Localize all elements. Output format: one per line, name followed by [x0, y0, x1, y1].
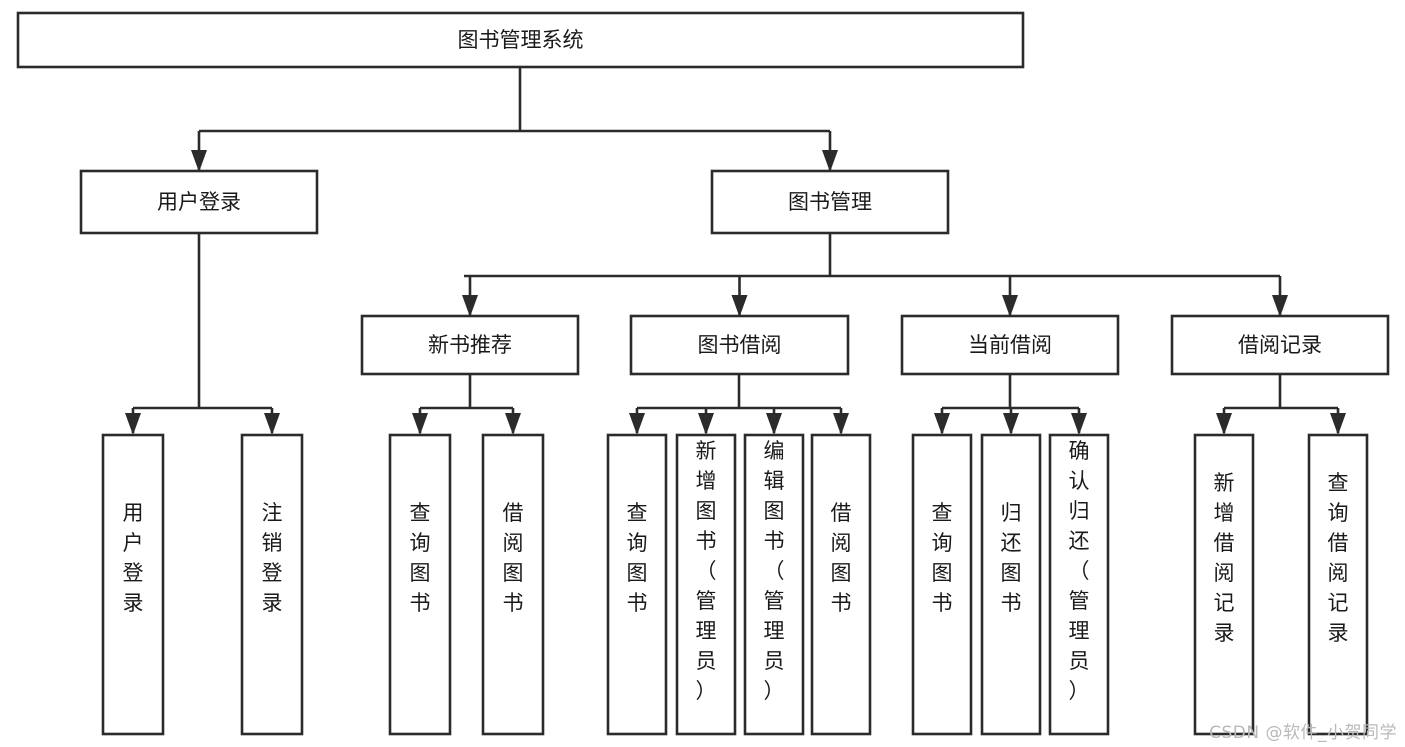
node-user-login[interactable]: 用户登录 — [79, 169, 319, 235]
node-leaf-query-book-2[interactable]: 查询图书 — [606, 433, 668, 736]
node-leaf-confirm-return-admin[interactable]: 确认归还（管理员） — [1048, 433, 1110, 736]
node-boxes: 图书管理系统用户登录图书管理新书推荐图书借阅当前借阅借阅记录用户登录注销登录查询… — [16, 11, 1390, 736]
node-box-root[interactable] — [16, 11, 1025, 69]
node-label-leaf-logout: 注销登录 — [262, 501, 283, 615]
node-box-leaf-borrow-book-2[interactable] — [810, 433, 872, 736]
node-leaf-return-book[interactable]: 归还图书 — [980, 433, 1042, 736]
node-label-borrow-records: 借阅记录 — [1238, 333, 1322, 357]
node-box-leaf-add-borrow-record[interactable] — [1193, 433, 1255, 736]
arrow-head-icon — [125, 413, 141, 435]
arrow-head-icon — [462, 295, 478, 317]
node-box-leaf-query-borrow-record[interactable] — [1307, 433, 1369, 736]
watermark-text: CSDN @软件_小贺同学 — [1209, 723, 1397, 743]
node-leaf-query-borrow-record[interactable]: 查询借阅记录 — [1307, 433, 1369, 736]
node-label-new-book-recommend: 新书推荐 — [428, 333, 512, 357]
node-label-leaf-edit-book-admin: 编辑图书（管理员） — [764, 439, 785, 703]
node-leaf-logout[interactable]: 注销登录 — [240, 433, 304, 736]
node-leaf-query-book-1[interactable]: 查询图书 — [388, 433, 452, 736]
arrow-head-icon — [1071, 413, 1087, 435]
node-book-management[interactable]: 图书管理 — [710, 169, 950, 235]
node-box-current-borrow[interactable] — [900, 314, 1120, 376]
node-box-leaf-logout[interactable] — [240, 433, 304, 736]
node-leaf-edit-book-admin[interactable]: 编辑图书（管理员） — [743, 433, 805, 736]
node-label-leaf-query-book-2: 查询图书 — [627, 501, 648, 615]
node-leaf-add-book-admin[interactable]: 新增图书（管理员） — [675, 433, 737, 736]
node-label-root: 图书管理系统 — [458, 28, 584, 52]
connector-lines — [125, 67, 1346, 435]
node-box-user-login[interactable] — [79, 169, 319, 235]
arrow-head-icon — [412, 413, 428, 435]
node-label-leaf-add-book-admin: 新增图书（管理员） — [696, 439, 717, 703]
node-current-borrow[interactable]: 当前借阅 — [900, 314, 1120, 376]
arrow-head-icon — [1002, 295, 1018, 317]
arrow-head-icon — [731, 295, 748, 317]
node-label-leaf-borrow-book-2: 借阅图书 — [831, 501, 852, 615]
arrow-head-icon — [629, 413, 645, 435]
node-label-leaf-query-book-1: 查询图书 — [410, 501, 431, 615]
node-box-leaf-add-book-admin[interactable] — [675, 433, 737, 736]
node-leaf-query-book-3[interactable]: 查询图书 — [911, 433, 973, 736]
arrow-head-icon — [766, 413, 782, 435]
arrow-head-icon — [1216, 413, 1232, 435]
node-box-book-management[interactable] — [710, 169, 950, 235]
node-label-leaf-confirm-return-admin: 确认归还（管理员） — [1069, 439, 1090, 703]
node-box-book-borrow[interactable] — [629, 314, 850, 376]
node-leaf-borrow-book-1[interactable]: 借阅图书 — [481, 433, 545, 736]
node-leaf-borrow-book-2[interactable]: 借阅图书 — [810, 433, 872, 736]
node-box-borrow-records[interactable] — [1170, 314, 1390, 376]
arrow-head-icon — [505, 413, 521, 435]
node-box-leaf-borrow-book-1[interactable] — [481, 433, 545, 736]
node-label-leaf-borrow-book-1: 借阅图书 — [503, 501, 524, 615]
node-book-borrow[interactable]: 图书借阅 — [629, 314, 850, 376]
arrow-head-icon — [1272, 295, 1288, 317]
node-label-leaf-query-borrow-record: 查询借阅记录 — [1328, 471, 1349, 645]
node-new-book-recommend[interactable]: 新书推荐 — [360, 314, 580, 376]
arrow-head-icon — [822, 150, 838, 172]
arrow-head-icon — [934, 413, 950, 435]
node-box-leaf-confirm-return-admin[interactable] — [1048, 433, 1110, 736]
node-box-leaf-edit-book-admin[interactable] — [743, 433, 805, 736]
arrow-head-icon — [833, 413, 849, 435]
node-label-leaf-add-borrow-record: 新增借阅记录 — [1214, 471, 1235, 645]
arrow-head-icon — [698, 413, 714, 435]
node-root[interactable]: 图书管理系统 — [16, 11, 1025, 69]
node-box-new-book-recommend[interactable] — [360, 314, 580, 376]
node-box-leaf-return-book[interactable] — [980, 433, 1042, 736]
node-label-user-login: 用户登录 — [157, 190, 241, 214]
node-borrow-records[interactable]: 借阅记录 — [1170, 314, 1390, 376]
node-box-leaf-user-login[interactable] — [101, 433, 165, 736]
node-leaf-add-borrow-record[interactable]: 新增借阅记录 — [1193, 433, 1255, 736]
node-label-book-borrow: 图书借阅 — [698, 333, 782, 357]
node-label-book-management: 图书管理 — [788, 190, 872, 214]
arrow-head-icon — [264, 413, 280, 435]
node-box-leaf-query-book-1[interactable] — [388, 433, 452, 736]
node-label-current-borrow: 当前借阅 — [968, 333, 1052, 357]
node-leaf-user-login[interactable]: 用户登录 — [101, 433, 165, 736]
node-label-leaf-user-login: 用户登录 — [123, 501, 144, 615]
node-box-leaf-query-book-3[interactable] — [911, 433, 973, 736]
arrow-head-icon — [191, 150, 207, 172]
arrow-head-icon — [1330, 413, 1346, 435]
node-label-leaf-return-book: 归还图书 — [1001, 501, 1022, 615]
arrow-head-icon — [1003, 413, 1019, 435]
node-box-leaf-query-book-2[interactable] — [606, 433, 668, 736]
node-label-leaf-query-book-3: 查询图书 — [932, 501, 953, 615]
